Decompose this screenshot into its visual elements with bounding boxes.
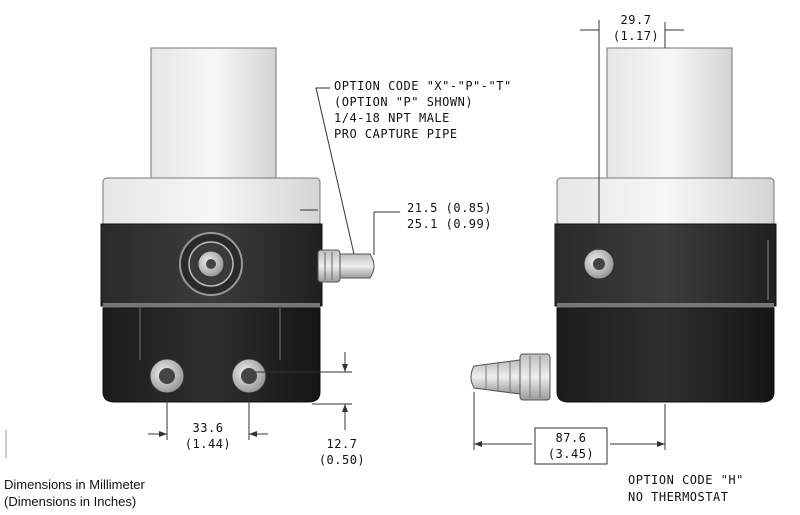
dim-29-7-mm: 29.7 <box>620 13 652 27</box>
dim-25-1: 25.1 (0.99) <box>407 217 492 231</box>
option-h-note: OPTION CODE "H" NO THERMOSTAT <box>628 472 744 506</box>
units-legend: Dimensions in Millimeter (Dimensions in … <box>4 476 145 510</box>
dim-12-7-mm: 12.7 <box>326 437 358 451</box>
front-upper-cap <box>102 177 321 227</box>
side-barb-nut <box>519 353 551 401</box>
callout-line-3: 1/4-18 NPT MALE <box>334 111 450 125</box>
option-h-line-1: OPTION CODE "H" <box>628 473 744 487</box>
option-code-callout: OPTION CODE "X"-"P"-"T" (OPTION "P" SHOW… <box>334 78 512 142</box>
callout-leader <box>315 87 355 255</box>
front-port-hole <box>206 259 216 269</box>
dim-33-6-in: (1.44) <box>184 437 232 451</box>
pipe-fitting-nut <box>317 249 341 283</box>
dim-21-5-25-1: 21.5 (0.85) 25.1 (0.99) <box>407 200 492 232</box>
pipe-fitting-nipple <box>339 253 375 279</box>
dim-87-6: 87.6 (3.45) <box>537 430 605 462</box>
front-separator-band <box>103 303 320 308</box>
side-top-cylinder <box>606 47 733 181</box>
side-view <box>470 20 777 465</box>
dim-29-7: 29.7 (1.17) <box>608 12 664 44</box>
dim-87-6-in: (3.45) <box>547 447 595 461</box>
dim-29-7-in: (1.17) <box>612 29 660 43</box>
dim-87-6-mm: 87.6 <box>555 431 587 445</box>
dim-33-6: 33.6 (1.44) <box>178 420 238 452</box>
side-hose-barb <box>470 359 521 395</box>
units-legend-line-2: (Dimensions in Inches) <box>4 494 137 509</box>
dim-12-7-in: (0.50) <box>318 453 366 467</box>
dim-33-6-mm: 33.6 <box>192 421 224 435</box>
callout-line-1: OPTION CODE "X"-"P"-"T" <box>334 79 512 93</box>
dim-12-7: 12.7 (0.50) <box>312 436 372 468</box>
front-top-cylinder <box>150 47 277 181</box>
callout-line-4: PRO CAPTURE PIPE <box>334 127 458 141</box>
option-h-line-2: NO THERMOSTAT <box>628 490 729 504</box>
front-lower-body <box>102 307 321 403</box>
dim-21-5: 21.5 (0.85) <box>407 201 492 215</box>
callout-line-2: (OPTION "P" SHOWN) <box>334 95 474 109</box>
front-view <box>100 47 400 440</box>
side-upper-cap <box>556 177 775 227</box>
units-legend-line-1: Dimensions in Millimeter <box>4 477 145 492</box>
side-lower-body <box>556 307 775 403</box>
